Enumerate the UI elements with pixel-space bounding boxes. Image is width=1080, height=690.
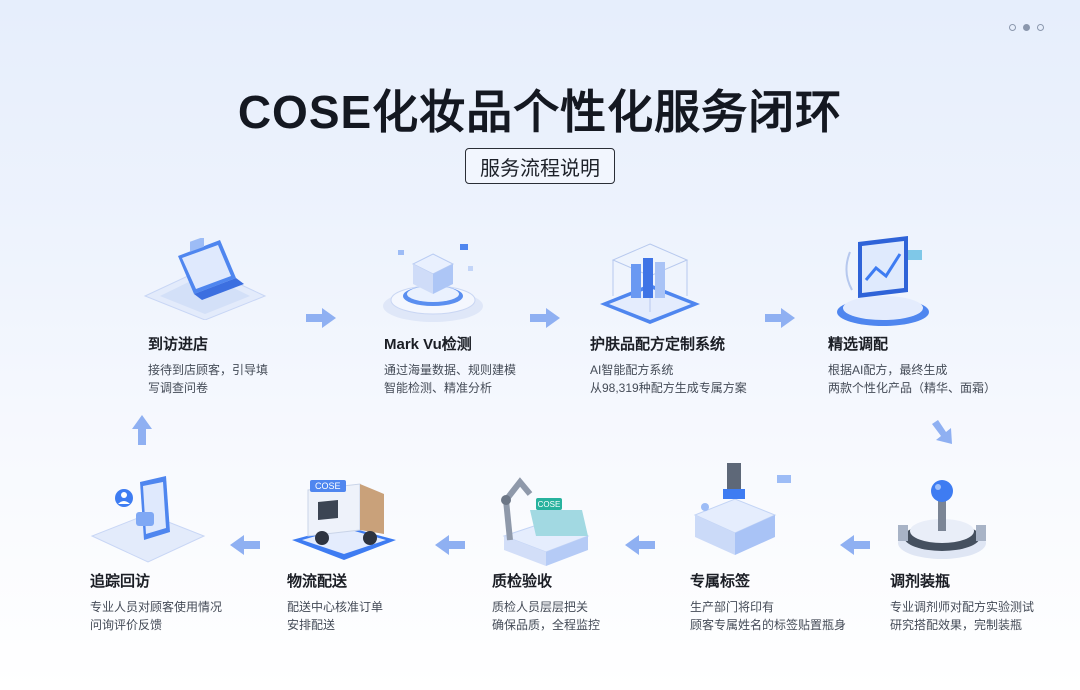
step-mark-vu: Mark Vu检测 通过海量数据、规则建模 智能检测、精准分析 bbox=[384, 333, 614, 397]
step-description: 质检人员层层把关 确保品质，全程监控 bbox=[492, 598, 722, 634]
desc-line: 确保品质，全程监控 bbox=[492, 618, 601, 632]
phone-user-icon bbox=[90, 476, 206, 563]
desc-line: 研究搭配效果，完制装瓶 bbox=[890, 618, 1023, 632]
desc-line: 通过海量数据、规则建模 bbox=[384, 363, 517, 377]
step-delivery: 物流配送 配送中心核准订单 安排配送 bbox=[287, 570, 517, 634]
step-title: 调剂装瓶 bbox=[890, 573, 951, 590]
desc-line: 根据AI配方，最终生成 bbox=[828, 363, 948, 377]
step-description: 配送中心核准订单 安排配送 bbox=[287, 598, 517, 634]
desc-line: 接待到店顾客，引导填 bbox=[148, 363, 269, 377]
page-dot-3[interactable] bbox=[1037, 24, 1044, 31]
arrow-right-1 bbox=[306, 308, 336, 328]
desc-line: 专业人员对顾客使用情况 bbox=[90, 600, 223, 614]
step-title: 质检验收 bbox=[492, 573, 553, 590]
step-description: 专业人员对顾客使用情况 问询评价反馈 bbox=[90, 598, 320, 634]
page-dot-1[interactable] bbox=[1009, 24, 1016, 31]
arrow-right-2 bbox=[530, 308, 560, 328]
step-title: 到访进店 bbox=[148, 336, 209, 353]
delivery-truck-icon bbox=[292, 483, 396, 560]
monitor-chart-icon bbox=[837, 236, 929, 326]
step-formula-system: 护肤品配方定制系统 AI智能配方系统 从98,319种配方生成专属方案 bbox=[590, 333, 820, 397]
step-title: 护肤品配方定制系统 bbox=[590, 336, 726, 353]
step-title: 精选调配 bbox=[828, 336, 889, 353]
desc-line: 安排配送 bbox=[287, 618, 336, 632]
arrow-up bbox=[132, 415, 152, 445]
laptop-screen-icon bbox=[143, 238, 267, 320]
arrow-down-right bbox=[932, 420, 952, 444]
step-description: 专业调剂师对配方实验测试 研究搭配效果，完制装瓶 bbox=[890, 598, 1080, 634]
step-title: 物流配送 bbox=[287, 573, 348, 590]
desc-line: 智能检测、精准分析 bbox=[384, 381, 493, 395]
step-quality-check: 质检验收 质检人员层层把关 确保品质，全程监控 bbox=[492, 570, 722, 634]
step-description: 接待到店顾客，引导填 写调查问卷 bbox=[148, 361, 378, 397]
step-title: Mark Vu检测 bbox=[384, 336, 472, 353]
desc-line: 配送中心核准订单 bbox=[287, 600, 384, 614]
desc-line: 顾客专属姓名的标签贴置瓶身 bbox=[690, 618, 847, 632]
box-badge-label: COSE bbox=[538, 500, 561, 509]
step-select-blend: 精选调配 根据AI配方，最终生成 两款个性化产品（精华、面霜） bbox=[828, 333, 1058, 397]
step-description: 生产部门将印有 顾客专属姓名的标签贴置瓶身 bbox=[690, 598, 920, 634]
desc-line: 专业调剂师对配方实验测试 bbox=[890, 600, 1035, 614]
arrow-left-2 bbox=[625, 535, 655, 555]
arrow-left-4 bbox=[230, 535, 260, 555]
subtitle-badge: 服务流程说明 bbox=[465, 148, 615, 184]
step-description: 通过海量数据、规则建模 智能检测、精准分析 bbox=[384, 361, 614, 397]
desc-line: 两款个性化产品（精华、面霜） bbox=[828, 381, 997, 395]
step-visit-store: 到访进店 接待到店顾客，引导填 写调查问卷 bbox=[148, 333, 378, 397]
arrow-right-3 bbox=[765, 308, 795, 328]
desc-line: 从98,319种配方生成专属方案 bbox=[590, 381, 747, 395]
joystick-machine-icon bbox=[898, 480, 986, 559]
step-title: 追踪回访 bbox=[90, 573, 151, 590]
desc-line: 问询评价反馈 bbox=[90, 618, 163, 632]
page-dot-2[interactable] bbox=[1023, 24, 1030, 31]
step-title: 专属标签 bbox=[690, 573, 751, 590]
desc-line: AI智能配方系统 bbox=[590, 363, 674, 377]
step-description: 根据AI配方，最终生成 两款个性化产品（精华、面霜） bbox=[828, 361, 1058, 397]
arrow-left-3 bbox=[435, 535, 465, 555]
label-machine-icon bbox=[693, 463, 791, 555]
step-follow-up: 追踪回访 专业人员对顾客使用情况 问询评价反馈 bbox=[90, 570, 320, 634]
desc-line: 写调查问卷 bbox=[148, 381, 209, 395]
step-label: 专属标签 生产部门将印有 顾客专属姓名的标签贴置瓶身 bbox=[690, 570, 920, 634]
pagination-dots[interactable] bbox=[1009, 24, 1044, 31]
step-bottling: 调剂装瓶 专业调剂师对配方实验测试 研究搭配效果，完制装瓶 bbox=[890, 570, 1080, 634]
desc-line: 生产部门将印有 bbox=[690, 600, 775, 614]
desc-line: 质检人员层层把关 bbox=[492, 600, 589, 614]
robot-arm-box-icon: COSE bbox=[501, 477, 590, 566]
data-cube-icon bbox=[383, 244, 483, 322]
step-description: AI智能配方系统 从98,319种配方生成专属方案 bbox=[590, 361, 820, 397]
server-cube-icon bbox=[600, 243, 700, 324]
arrow-left-1 bbox=[840, 535, 870, 555]
page-title: COSE化妆品个性化服务闭环 bbox=[237, 86, 843, 138]
truck-badge: COSE bbox=[310, 480, 346, 492]
